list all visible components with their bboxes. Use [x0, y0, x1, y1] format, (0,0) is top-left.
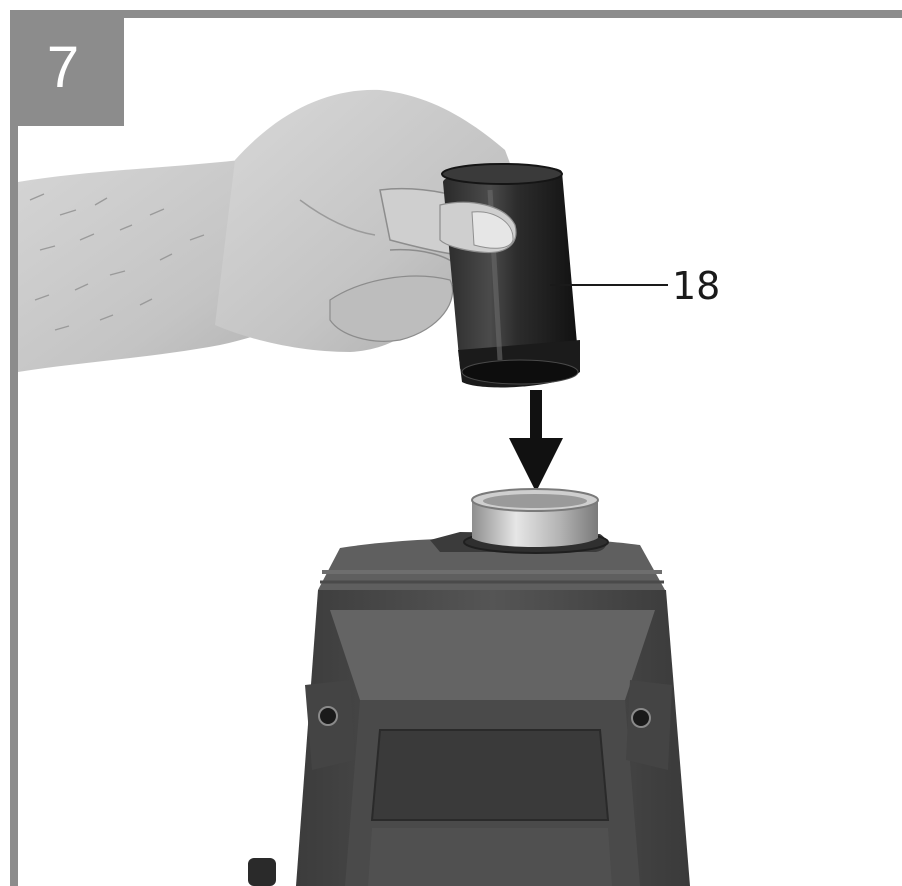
illustration-photo	[18, 89, 690, 886]
sleeve-part	[441, 163, 580, 388]
frame-border-left	[10, 10, 18, 886]
frame-border-top	[10, 10, 902, 18]
mounting-collar	[430, 488, 609, 554]
screw-right-icon	[631, 708, 651, 728]
knob-shape	[248, 858, 276, 886]
screw-left-icon	[318, 706, 338, 726]
down-arrow-icon	[509, 390, 563, 492]
step-number-badge: 7	[10, 10, 124, 126]
machine-body	[296, 537, 690, 886]
callout-label-18: 18	[672, 264, 721, 308]
